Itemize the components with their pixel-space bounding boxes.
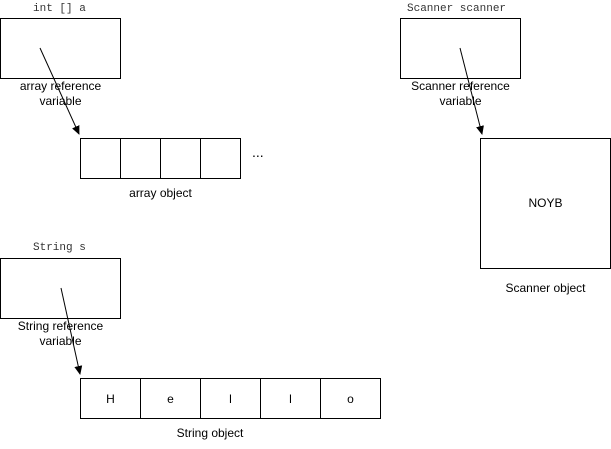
string-reference-label: String reference variable (17, 319, 104, 348)
string-reference-box (0, 258, 121, 319)
string-declaration: String s (33, 242, 86, 254)
string-pointer-arrow (60, 287, 83, 375)
string-cell: l (200, 378, 261, 419)
array-cell (120, 138, 161, 179)
array-ellipsis: ... (252, 144, 264, 160)
array-cell (80, 138, 121, 179)
array-reference-label: array reference variable (19, 79, 102, 108)
scanner-pointer-arrow (459, 47, 484, 135)
scanner-declaration: Scanner scanner (407, 3, 507, 15)
string-cell: o (320, 378, 381, 419)
string-object-label: String object (176, 426, 244, 440)
scanner-reference-label: Scanner reference variable (411, 79, 510, 108)
string-cell: l (260, 378, 321, 419)
array-cell (200, 138, 241, 179)
array-pointer-arrow (39, 47, 80, 135)
scanner-object-label: Scanner object (505, 281, 586, 295)
array-reference-box (0, 18, 121, 79)
string-cell: H (80, 378, 141, 419)
array-object-label: array object (129, 186, 192, 200)
array-declaration: int [] a (33, 3, 86, 15)
scanner-object-text: NOYB (528, 196, 563, 210)
